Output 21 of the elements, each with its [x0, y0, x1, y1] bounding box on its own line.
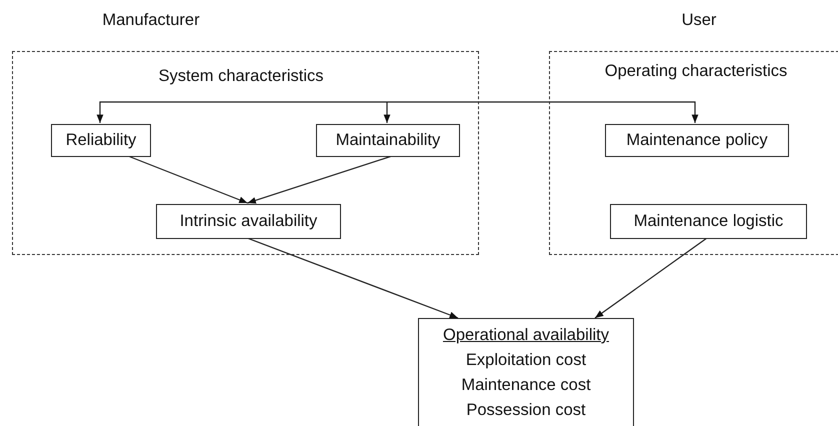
arrow [96, 101, 387, 123]
process-box: Intrinsic availability [156, 204, 341, 239]
process-box: Maintenance logistic [610, 204, 807, 239]
arrow [594, 238, 708, 318]
arrow [247, 155, 392, 204]
arrow [387, 101, 698, 123]
box-line: Maintenance cost [461, 375, 591, 396]
arrow [246, 237, 458, 319]
box-heading: Operational availability [442, 325, 609, 346]
group-heading: Manufacturer [102, 11, 200, 30]
box-line: Possession cost [466, 400, 586, 421]
process-box: Reliability [51, 124, 151, 157]
group-subheading: System characteristics [158, 67, 324, 86]
group-heading: User [682, 11, 716, 30]
result-box [418, 318, 634, 426]
process-box: Maintenance policy [605, 124, 789, 157]
process-box: Maintainability [316, 124, 460, 157]
group-subheading: Operating characteristics [604, 62, 788, 81]
arrow [384, 102, 390, 123]
arrow [128, 155, 248, 204]
box-line: Exploitation cost [466, 350, 586, 371]
